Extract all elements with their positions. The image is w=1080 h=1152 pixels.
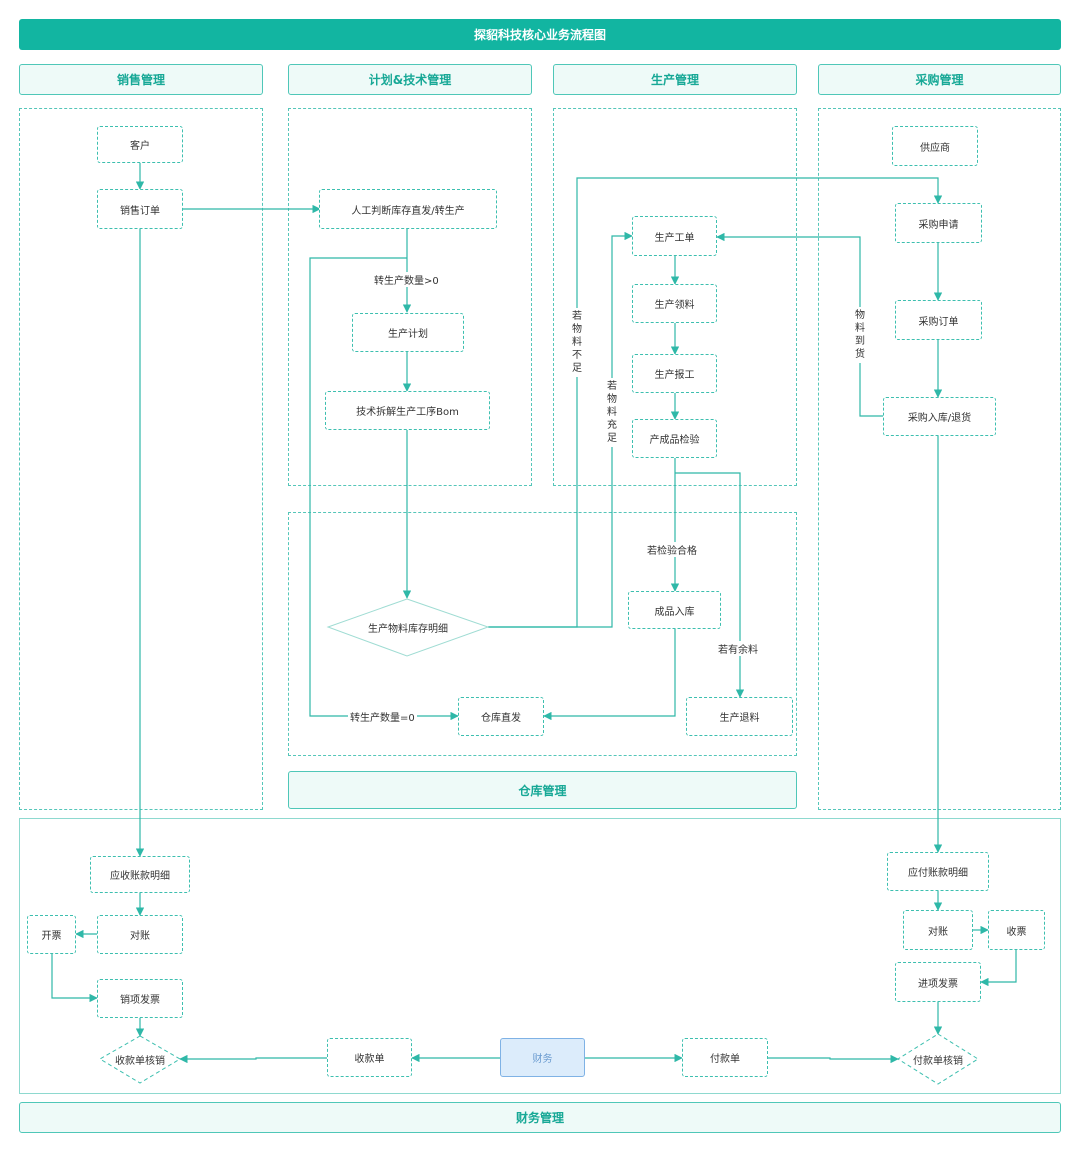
node-production-report[interactable]: 生产报工 [632,354,717,393]
node-product-inspect[interactable]: 产成品检验 [632,419,717,458]
node-payment[interactable]: 付款单 [682,1038,768,1077]
node-purchase-stock[interactable]: 采购入库/退货 [883,397,996,436]
label-material-enough: 若物料充足 [606,378,618,447]
lane-header-finance: 财务管理 [19,1102,1061,1133]
node-finance[interactable]: 财务 [500,1038,585,1077]
label-inspect-pass: 若检验合格 [645,542,699,557]
label-qty-eq0: 转生产数量=0 [348,709,417,724]
node-work-order[interactable]: 生产工单 [632,216,717,256]
node-purchase-request[interactable]: 采购申请 [895,203,982,243]
edge-invoice-salesinvoice [51,954,98,1003]
lane-header-production: 生产管理 [553,64,797,95]
node-payable-detail[interactable]: 应付账款明细 [887,852,989,891]
region-warehouse [288,512,797,756]
node-receipt[interactable]: 收款单 [327,1038,412,1077]
page-title: 探貂科技核心业务流程图 [19,19,1061,50]
node-bom[interactable]: 技术拆解生产工序Bom [325,391,490,430]
node-reconcile-ar[interactable]: 对账 [97,915,183,954]
edge-inspect-return [675,472,745,698]
label-qty-gt0: 转生产数量>0 [372,272,441,287]
node-production-plan[interactable]: 生产计划 [352,313,464,352]
node-warehouse-direct[interactable]: 仓库直发 [458,697,544,736]
label-material-short: 若物料不足 [571,308,583,377]
node-material-pick[interactable]: 生产领料 [632,284,717,323]
node-inventory-detail[interactable]: 生产物料库存明细 [368,623,448,635]
node-payment-writeoff[interactable]: 付款单核销 [913,1055,963,1067]
edge-receipt-writeoff [179,1054,327,1064]
region-finance [19,818,1061,1094]
edge-payment-writeoff [768,1054,899,1064]
node-customer[interactable]: 客户 [97,126,183,163]
lane-header-warehouse: 仓库管理 [288,771,797,809]
edge-stockin-direct [543,629,676,721]
label-material-arrived: 物料到货 [854,307,866,363]
label-has-surplus: 若有余料 [716,641,760,656]
node-supplier[interactable]: 供应商 [892,126,978,166]
node-sales-order[interactable]: 销售订单 [97,189,183,229]
node-purchase-order[interactable]: 采购订单 [895,300,982,340]
node-invoice-receive[interactable]: 收票 [988,910,1045,950]
region-sales [19,108,263,810]
diamond-inventory [326,598,490,657]
node-receipt-writeoff[interactable]: 收款单核销 [115,1055,165,1067]
node-reconcile-ap[interactable]: 对账 [903,910,973,950]
node-manual-judge[interactable]: 人工判断库存直发/转生产 [319,189,497,229]
lane-header-sales: 销售管理 [19,64,263,95]
node-input-invoice[interactable]: 进项发票 [895,962,981,1002]
node-finished-stock-in[interactable]: 成品入库 [628,591,721,629]
region-plan [288,108,532,486]
node-receivable-detail[interactable]: 应收账款明细 [90,856,190,893]
node-invoice-issue[interactable]: 开票 [27,915,76,954]
node-material-return[interactable]: 生产退料 [686,697,793,736]
node-sales-invoice[interactable]: 销项发票 [97,979,183,1018]
region-purchase [818,108,1061,810]
diamond-receipt-writeoff [99,1035,181,1084]
diamond-payment-writeoff [897,1033,979,1085]
lane-header-plan: 计划&技术管理 [288,64,532,95]
edge-receive-inputinvoice [980,950,1017,987]
lane-header-purchase: 采购管理 [818,64,1061,95]
